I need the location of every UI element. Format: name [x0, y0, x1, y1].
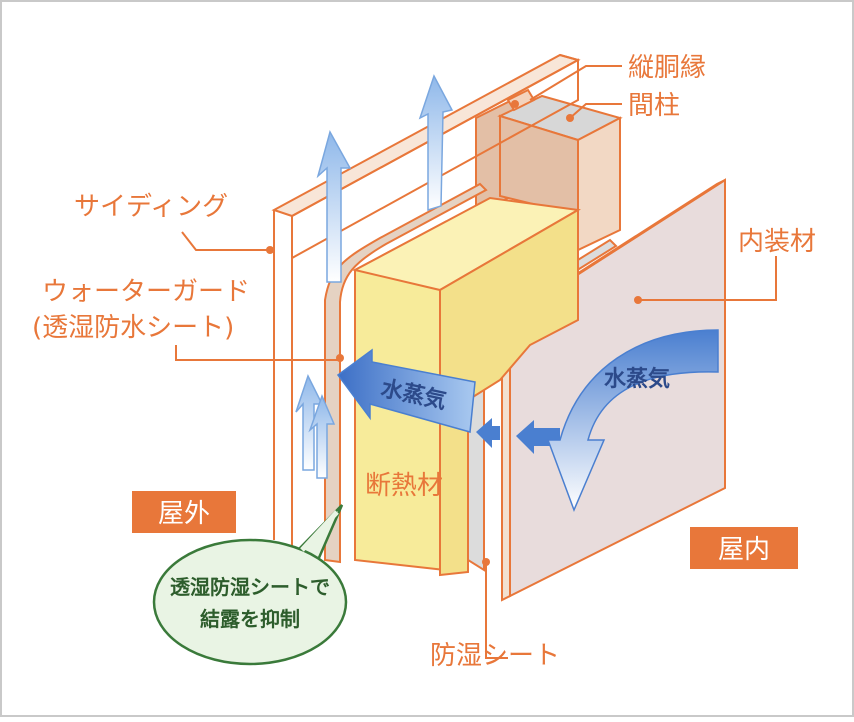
label-water-guard: ウォーターガード	[42, 277, 250, 307]
vapor-flow-arrow-small	[476, 418, 500, 448]
label-insulation: 断熱材	[365, 471, 443, 501]
label-furring: 縦胴縁	[628, 53, 706, 83]
vapor-label-right: 水蒸気	[604, 366, 670, 392]
label-stud: 間柱	[628, 91, 680, 121]
vapor-flow-arrow-right	[516, 420, 560, 454]
leader-lines	[175, 65, 777, 659]
label-water-guard-sub: (透湿防水シート)	[32, 313, 234, 343]
vapor-flow-arrow-center	[336, 348, 476, 433]
callout-bubble	[152, 504, 348, 666]
badge-indoor	[690, 527, 798, 569]
label-vapor-barrier: 防湿シート	[430, 641, 560, 671]
label-interior: 内装材	[738, 227, 816, 257]
badge-indoor-label: 屋内	[718, 535, 770, 565]
badge-outdoor-label: 屋外	[158, 499, 210, 529]
leader-dots	[266, 100, 642, 566]
vapor-escape-arrows	[295, 74, 454, 479]
badge-outdoor	[132, 491, 236, 533]
callout-line-2: 結露を抑制	[200, 607, 300, 631]
callout-line-1: 透湿防湿シートで	[170, 575, 330, 599]
label-siding: サイディング	[74, 192, 228, 222]
siding-panel	[271, 53, 581, 548]
indoor-vapor-curve-arrow	[546, 329, 719, 513]
